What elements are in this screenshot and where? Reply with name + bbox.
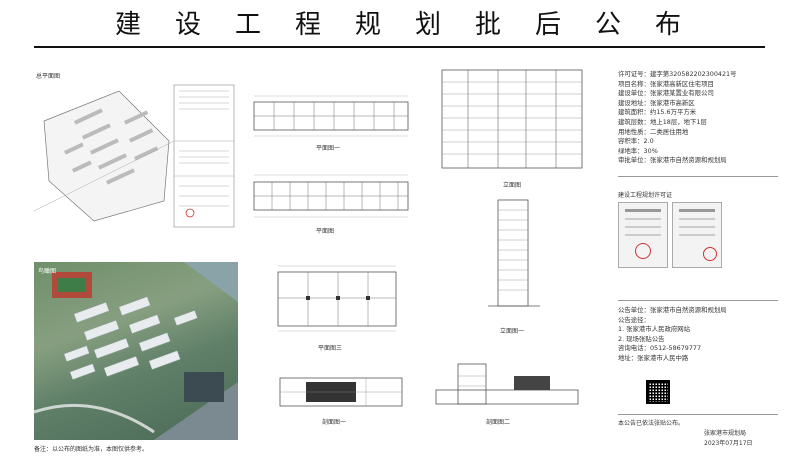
section-1-caption: 剖面图一	[322, 419, 347, 426]
footer-date: 2023年07月17日	[704, 440, 753, 447]
contact-line: 2. 现场张贴公告	[618, 334, 665, 343]
permit-caption: 建设工程规划许可证	[618, 192, 673, 199]
aerial-label: 鸟瞰图	[38, 268, 57, 275]
plan-2-caption: 平面图	[316, 228, 335, 235]
bottom-note: 本公告已依法张贴公布。	[618, 420, 685, 427]
site-plan-drawing	[34, 84, 235, 228]
plan-1-caption: 平面图一	[316, 145, 341, 152]
contact-line: 公告单位：张家港市自然资源和规划局	[618, 306, 727, 314]
aerial-buildings	[34, 262, 238, 440]
section-drawing-2	[432, 356, 582, 412]
elevation-1-caption: 立面图	[503, 182, 522, 189]
contact-divider	[618, 300, 778, 301]
info-line: 建筑面积：约15.6万平方米	[618, 108, 697, 117]
contact-line: 公告途径：	[618, 315, 650, 324]
footer-divider	[618, 414, 778, 415]
contact-info: 公告单位：张家港市自然资源和规划局 公告途径： 1. 张家港市人民政府网站 2.…	[618, 306, 778, 364]
contact-line: 咨询电话：0512-58679777	[618, 344, 702, 353]
section-1-svg	[279, 377, 403, 407]
plan-3-svg	[277, 265, 397, 332]
section-2-svg	[435, 363, 579, 405]
plan-drawing-2	[250, 170, 412, 222]
permit-image-1	[618, 202, 668, 268]
title-rule	[34, 46, 765, 48]
section-drawing-1	[276, 370, 406, 412]
contact-line: 地址：张家港市人民中路	[618, 353, 689, 362]
aerial-rendering: 鸟瞰图	[34, 262, 238, 440]
info-line: 建设地址：张家港市高新区	[618, 98, 695, 107]
elevation-1-svg	[441, 69, 583, 169]
plan-3-caption: 平面图三	[318, 345, 343, 352]
footer-org: 张家港市规划局	[704, 430, 747, 437]
info-line: 容积率：2.0	[618, 137, 654, 146]
contact-line: 1. 张家港市人民政府网站	[618, 325, 691, 334]
plan-drawing-3	[272, 262, 402, 334]
info-line: 建筑层数：地上18层，地下1层	[618, 117, 707, 126]
section-2-caption: 剖面图二	[486, 419, 511, 426]
info-line: 绿地率：30%	[618, 146, 658, 155]
elevation-drawing-1	[438, 66, 586, 172]
plan-2-svg	[253, 174, 409, 218]
info-line: 项目名称：张家港高新区住宅项目	[618, 79, 714, 88]
page-title: 建设工程规划批后公布	[114, 10, 715, 40]
elevation-2-svg	[488, 199, 540, 307]
site-plan-panel: 总平面图	[34, 71, 238, 231]
elevation-2-caption: 立面图一	[500, 328, 525, 335]
info-line: 审批单位：张家港市自然资源和规划局	[618, 156, 727, 165]
info-line: 用地性质：二类居住用地	[618, 127, 689, 136]
site-plan-label: 总平面图	[36, 73, 61, 80]
plan-1-svg	[253, 95, 409, 137]
plan-drawing-1	[250, 92, 412, 140]
qr-code[interactable]	[646, 380, 670, 404]
info-line: 建设单位：张家港某置业有限公司	[618, 89, 714, 98]
info-divider	[618, 176, 778, 177]
elevation-drawing-2	[486, 196, 542, 310]
info-line: 许可证号：建字第320582202300421号	[618, 70, 737, 78]
permit-image-2	[672, 202, 722, 268]
project-info: 许可证号：建字第320582202300421号 项目名称：张家港高新区住宅项目…	[618, 70, 778, 166]
left-footnote: 备注：以公布的图纸为准，本图仅供参考。	[34, 446, 149, 453]
